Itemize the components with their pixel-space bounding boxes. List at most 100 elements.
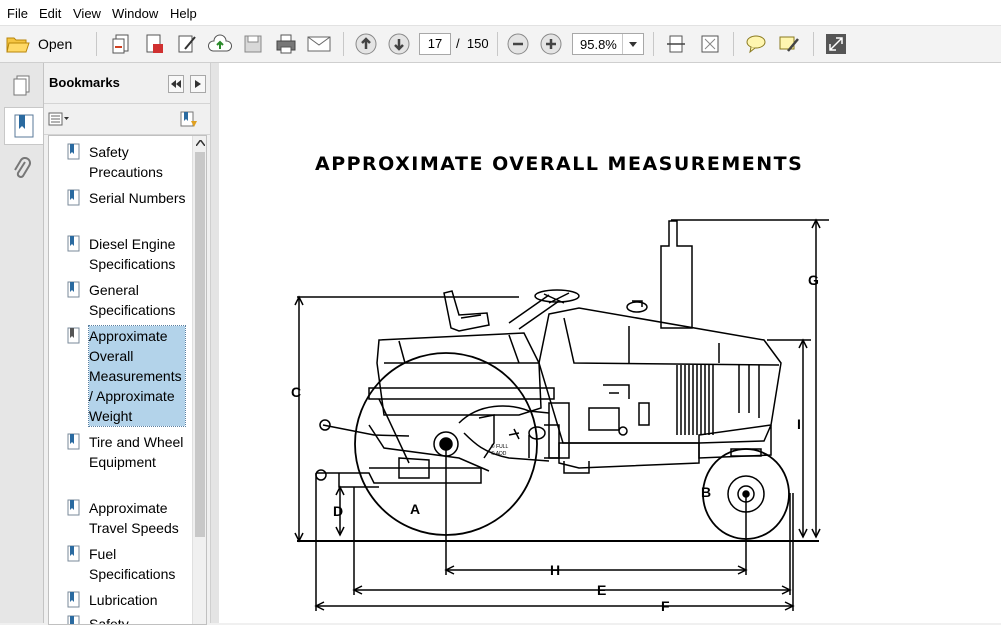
save-button[interactable] xyxy=(240,31,266,57)
print-button[interactable] xyxy=(273,31,299,57)
bookmark-item-selected[interactable]: Approximate Overall Measurements / Appro… xyxy=(67,325,199,427)
navigation-pane xyxy=(0,63,44,623)
bookmarks-panel: Bookmarks Safety Precautions xyxy=(44,63,210,625)
zoom-dropdown-button[interactable] xyxy=(622,34,643,54)
bookmark-item[interactable]: General Specifications xyxy=(67,280,199,320)
bookmark-item[interactable]: Lubrication xyxy=(67,590,199,610)
menu-edit[interactable]: Edit xyxy=(39,6,62,21)
bookmark-icon xyxy=(67,235,80,252)
expand-panel-button[interactable] xyxy=(190,75,206,93)
bookmark-label: Serial Numbers xyxy=(89,190,186,206)
dimension-label-a: A xyxy=(410,501,420,517)
dimension-label-e: E xyxy=(597,582,606,598)
separator xyxy=(813,32,814,56)
menu-window[interactable]: Window xyxy=(112,6,159,21)
next-page-button[interactable] xyxy=(386,31,412,57)
bookmark-item[interactable]: Safety xyxy=(67,614,199,624)
dimension-label-f: F xyxy=(661,598,670,614)
bookmark-icon xyxy=(67,327,80,344)
arrow-down-circle-icon xyxy=(388,33,410,55)
bookmark-icon xyxy=(67,591,80,608)
highlight-button[interactable] xyxy=(776,31,802,57)
bookmark-item[interactable]: Serial Numbers xyxy=(67,188,199,228)
bookmarks-scrollbar[interactable] xyxy=(192,136,206,624)
fit-width-button[interactable] xyxy=(663,31,689,57)
dimension-label-b: B xyxy=(701,484,711,500)
full-screen-button[interactable] xyxy=(823,31,849,57)
zoom-value: 95.8% xyxy=(580,37,617,52)
separator xyxy=(343,32,344,56)
bookmark-icon xyxy=(67,499,80,516)
chevron-right-icon xyxy=(195,80,201,88)
email-button[interactable] xyxy=(306,31,332,57)
bookmarks-toolbar xyxy=(44,104,210,135)
dimension-label-h: H xyxy=(550,562,560,578)
chevron-up-icon xyxy=(195,140,205,146)
bookmark-label: Safety Precautions xyxy=(89,144,163,180)
upload-button[interactable] xyxy=(207,31,233,57)
new-bookmark-button[interactable] xyxy=(178,110,198,128)
bookmark-list: Safety Precautions Serial Numbers Diesel… xyxy=(48,135,207,625)
menu-view[interactable]: View xyxy=(73,6,101,21)
double-chevron-left-icon xyxy=(171,80,181,88)
bookmark-label: Approximate Overall Measurements / Appro… xyxy=(88,325,186,427)
open-button[interactable]: Open xyxy=(6,31,86,57)
bookmarks-header: Bookmarks xyxy=(44,63,210,104)
cloud-upload-icon xyxy=(208,34,232,52)
bookmark-item[interactable]: Diesel Engine Specifications xyxy=(67,234,199,274)
export-pdf-button[interactable] xyxy=(141,31,167,57)
fit-page-button[interactable] xyxy=(697,31,723,57)
menu-help[interactable]: Help xyxy=(170,6,197,21)
dimension-label-i: I xyxy=(797,416,801,432)
bookmark-icon xyxy=(67,281,80,298)
list-options-icon xyxy=(48,112,69,126)
plus-circle-icon xyxy=(540,33,562,55)
chevron-down-icon xyxy=(629,41,637,47)
bookmark-icon xyxy=(67,189,80,206)
create-pdf-button[interactable] xyxy=(108,31,134,57)
bookmark-item[interactable]: Tire and Wheel Equipment xyxy=(67,432,199,492)
bookmark-icon xyxy=(67,433,80,450)
speech-bubble-icon xyxy=(746,35,766,54)
edit-pdf-button[interactable] xyxy=(174,31,200,57)
collapse-panel-button[interactable] xyxy=(168,75,184,93)
bookmark-icon xyxy=(14,114,34,138)
attachments-button[interactable] xyxy=(4,151,40,187)
page-count: / 150 xyxy=(456,36,489,51)
previous-page-button[interactable] xyxy=(353,31,379,57)
toolbar: Open xyxy=(0,26,1001,63)
page-thumbnails-button[interactable] xyxy=(4,67,40,103)
scroll-thumb[interactable] xyxy=(195,152,205,537)
options-menu-button[interactable] xyxy=(48,110,72,128)
page-separator: / xyxy=(456,36,460,51)
menu-file[interactable]: File xyxy=(7,6,28,21)
bookmark-label: Tire and Wheel Equipment xyxy=(89,434,184,470)
export-pdf-icon xyxy=(146,34,163,53)
bookmarks-title: Bookmarks xyxy=(49,75,120,90)
page-number-input[interactable]: 17 xyxy=(419,33,451,55)
dimension-label-g: G xyxy=(808,272,819,288)
separator xyxy=(733,32,734,56)
zoom-select[interactable]: 95.8% xyxy=(572,33,644,55)
menu-bar: File Edit View Window Help xyxy=(0,0,1001,26)
bookmark-icon xyxy=(67,143,80,160)
zoom-in-button[interactable] xyxy=(538,31,564,57)
bookmark-label: Lubrication xyxy=(89,592,158,608)
fit-page-icon xyxy=(701,35,719,53)
page-heading: APPROXIMATE OVERALL MEASUREMENTS xyxy=(315,153,804,175)
save-icon xyxy=(244,35,262,53)
bookmark-item[interactable]: Fuel Specifications xyxy=(67,544,199,584)
highlighter-icon xyxy=(779,36,799,52)
bookmark-label: Diesel Engine Specifications xyxy=(89,236,176,272)
document-view[interactable]: APPROXIMATE OVERALL MEASUREMENTS xyxy=(219,63,1001,623)
separator xyxy=(653,32,654,56)
bookmark-item[interactable]: Approximate Travel Speeds xyxy=(67,498,199,538)
bookmark-item[interactable]: Safety Precautions xyxy=(67,142,199,182)
tractor-diagram: © FULL © ADD C D A B G I H E F xyxy=(291,218,829,614)
scroll-up-button[interactable] xyxy=(193,136,206,150)
comment-button[interactable] xyxy=(743,31,769,57)
bookmark-label: Fuel Specifications xyxy=(89,546,176,582)
bookmarks-button[interactable] xyxy=(4,107,43,145)
zoom-out-button[interactable] xyxy=(505,31,531,57)
print-icon xyxy=(276,34,296,54)
